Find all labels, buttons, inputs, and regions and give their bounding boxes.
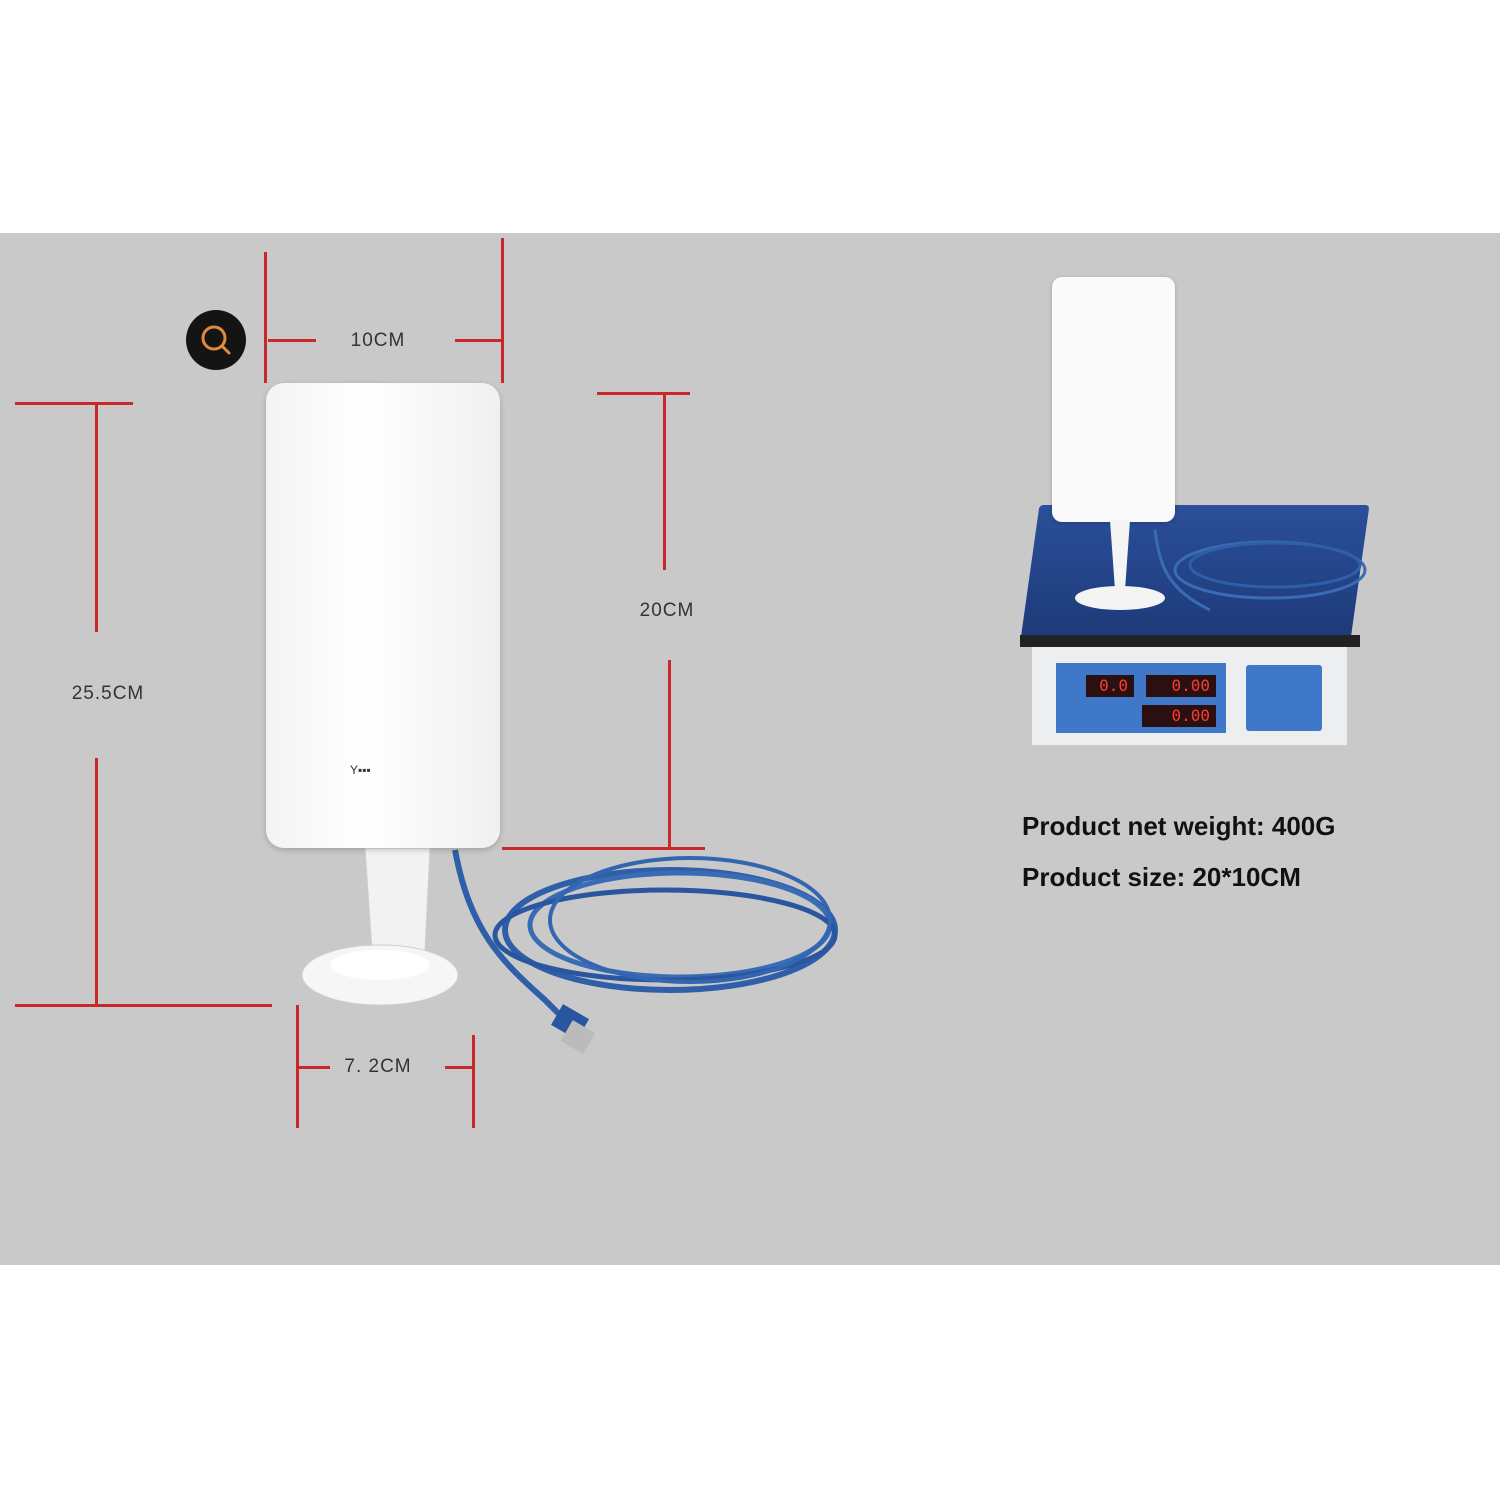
product-image-panel <box>0 233 1500 1265</box>
magnifier-icon <box>201 325 231 355</box>
dimension-line <box>502 847 705 850</box>
panel-height-label: 20CM <box>639 600 695 621</box>
small-antenna-panel <box>1052 277 1175 522</box>
dimension-line <box>663 393 666 570</box>
scale-total-display: 0.00 <box>1142 705 1216 727</box>
dimension-line <box>297 1066 330 1069</box>
dimension-line <box>15 1004 272 1007</box>
scale-price-display: 0.00 <box>1146 675 1216 697</box>
dimension-line <box>264 252 267 383</box>
scale-keypad <box>1246 665 1322 731</box>
width-label: 10CM <box>350 330 406 351</box>
total-height-label: 25.5CM <box>71 683 145 704</box>
brand-logo: Y▪▪▪ <box>350 763 371 777</box>
dimension-line <box>597 392 690 395</box>
dimension-line <box>95 403 98 632</box>
dimension-line <box>472 1035 475 1128</box>
dimension-line <box>268 339 316 342</box>
dimension-line <box>668 660 671 849</box>
dimension-line <box>445 1066 473 1069</box>
product-weight-text: Product net weight: 400G <box>1022 811 1336 841</box>
antenna-panel: Y▪▪▪ <box>266 383 500 848</box>
dimension-line <box>455 339 502 342</box>
dimension-line <box>15 402 133 405</box>
weighing-scale: 0.0 0.00 0.00 <box>1020 505 1370 745</box>
product-size-text: Product size: 20*10CM <box>1022 862 1301 892</box>
scale-weight-display: 0.0 <box>1086 675 1134 697</box>
base-width-label: 7. 2CM <box>344 1056 412 1077</box>
dimension-line <box>95 758 98 1005</box>
zoom-button[interactable] <box>186 310 246 370</box>
dimension-line <box>501 238 504 383</box>
small-stand-and-cable <box>1075 520 1367 612</box>
